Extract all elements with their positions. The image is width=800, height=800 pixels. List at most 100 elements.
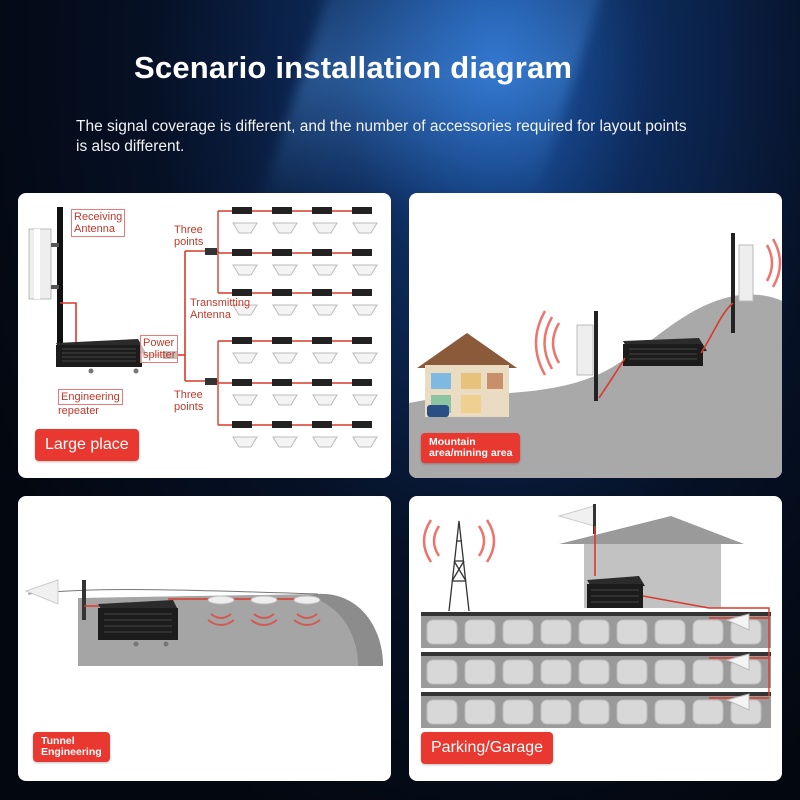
- coupler-icon: [352, 337, 372, 344]
- ceiling-antenna-icon: [232, 222, 258, 234]
- car-icon: [578, 619, 610, 645]
- yagi-antenna-icon: [24, 579, 86, 620]
- yagi-antenna-icon: [557, 504, 596, 534]
- tag-tunnel-engineering: Tunnel Engineering: [33, 732, 110, 762]
- car-icon: [464, 699, 496, 725]
- coupler-icon: [352, 249, 372, 256]
- riser-cable: [642, 595, 770, 696]
- coupler-icon: [272, 289, 292, 296]
- ceiling-antenna-icon: [232, 394, 258, 406]
- coupler-icon: [352, 379, 372, 386]
- car-icon: [654, 699, 686, 725]
- ceiling-antenna-icon: [207, 595, 321, 605]
- ceiling-antenna-icon: [312, 352, 338, 364]
- car-icon: [578, 699, 610, 725]
- signal-wave-icon: [422, 519, 496, 563]
- car-icon: [464, 659, 496, 685]
- panel-mountain: Mountain area/mining area: [409, 193, 782, 478]
- repeater-icon: [623, 338, 707, 366]
- ceiling-antenna-icon: [232, 304, 258, 316]
- receiving-antenna-label: Receiving Antenna: [71, 209, 126, 237]
- coupler-icon: [352, 289, 372, 296]
- garage-slab: [421, 652, 771, 656]
- coupler-icon: [312, 421, 332, 428]
- ceiling-antenna-icon: [352, 394, 378, 406]
- car-icon: [692, 619, 724, 645]
- car-icon: [502, 659, 534, 685]
- garage-levels: [421, 595, 771, 728]
- ceiling-antenna-icon: [312, 304, 338, 316]
- car-icon: [540, 699, 572, 725]
- ceiling-antenna-icon: [272, 304, 298, 316]
- coupler-icon: [312, 337, 332, 344]
- ceiling-antenna-icon: [272, 222, 298, 234]
- coupler-icon: [312, 207, 332, 214]
- ceiling-antenna-icon: [272, 436, 298, 448]
- ceiling-antenna-icon: [312, 222, 338, 234]
- ceiling-antenna-icon: [272, 394, 298, 406]
- car-icon: [540, 619, 572, 645]
- garage-slab: [421, 692, 771, 696]
- car-icon: [464, 619, 496, 645]
- car-icon: [654, 619, 686, 645]
- coupler-icon: [312, 249, 332, 256]
- ceiling-antenna-icon: [352, 352, 378, 364]
- cell-tower-icon: [448, 520, 470, 612]
- panel-antenna-icon: [725, 613, 750, 631]
- ceiling-antenna-icon: [232, 352, 258, 364]
- coupler-icon: [232, 337, 252, 344]
- ceiling-antenna-icon: [312, 394, 338, 406]
- car-icon: [426, 659, 458, 685]
- coupler-icon: [272, 337, 292, 344]
- three-points-top-label: Three points: [174, 224, 204, 248]
- page-subtitle: The signal coverage is different, and th…: [76, 118, 687, 155]
- ceiling-antenna-icon: [352, 222, 378, 234]
- coupler-icon: [352, 421, 372, 428]
- car-icon: [616, 619, 648, 645]
- coupler-icon: [232, 289, 252, 296]
- car-icon: [616, 659, 648, 685]
- coupler-icon: [232, 379, 252, 386]
- antenna-icon: [731, 233, 754, 333]
- repeater-icon: [587, 576, 645, 608]
- ceiling-antenna-icon: [232, 436, 258, 448]
- ceiling-antenna-icon: [352, 304, 378, 316]
- coupler-icon: [232, 249, 252, 256]
- ceiling-antenna-icon: [272, 352, 298, 364]
- ceiling-antenna-icon: [232, 264, 258, 276]
- ceiling-antenna-icon: [312, 264, 338, 276]
- car-icon: [578, 659, 610, 685]
- tunnel-diagram: [24, 579, 383, 666]
- coupler-icon: [272, 249, 292, 256]
- garage-slab: [421, 612, 771, 616]
- car-icon: [540, 659, 572, 685]
- car-icon: [654, 659, 686, 685]
- three-points-bottom-label: Three points: [174, 389, 204, 413]
- coupler-icon: [232, 207, 252, 214]
- tag-parking-garage: Parking/Garage: [421, 732, 554, 764]
- ceiling-antenna-icon: [272, 264, 298, 276]
- ceiling-antenna-icon: [352, 436, 378, 448]
- panel-antenna-icon: [725, 653, 750, 671]
- car-icon: [426, 699, 458, 725]
- car-icon: [502, 619, 534, 645]
- antenna-icon: [576, 311, 598, 401]
- mountain-diagram: [409, 233, 782, 478]
- panel-parking: Parking/Garage: [409, 496, 782, 781]
- panel-tunnel: Tunnel Engineering: [18, 496, 391, 781]
- repeater-icon: [98, 600, 178, 647]
- coupler-icon: [352, 207, 372, 214]
- coupler-icon: [272, 207, 292, 214]
- coupler-icon: [312, 379, 332, 386]
- car-icon: [692, 659, 724, 685]
- panel-antenna-icon: [725, 693, 750, 711]
- car-icon: [502, 699, 534, 725]
- tag-large-place: Large place: [35, 429, 139, 461]
- coupler-icon: [232, 421, 252, 428]
- engineering-repeater-label: Engineering repeater: [58, 389, 123, 417]
- parking-diagram: [421, 504, 771, 728]
- receiving-antenna-icon: [28, 207, 63, 345]
- ceiling-antenna-grid: [217, 207, 378, 448]
- engineering-repeater-icon: [56, 339, 146, 374]
- ceiling-antenna-icon: [312, 436, 338, 448]
